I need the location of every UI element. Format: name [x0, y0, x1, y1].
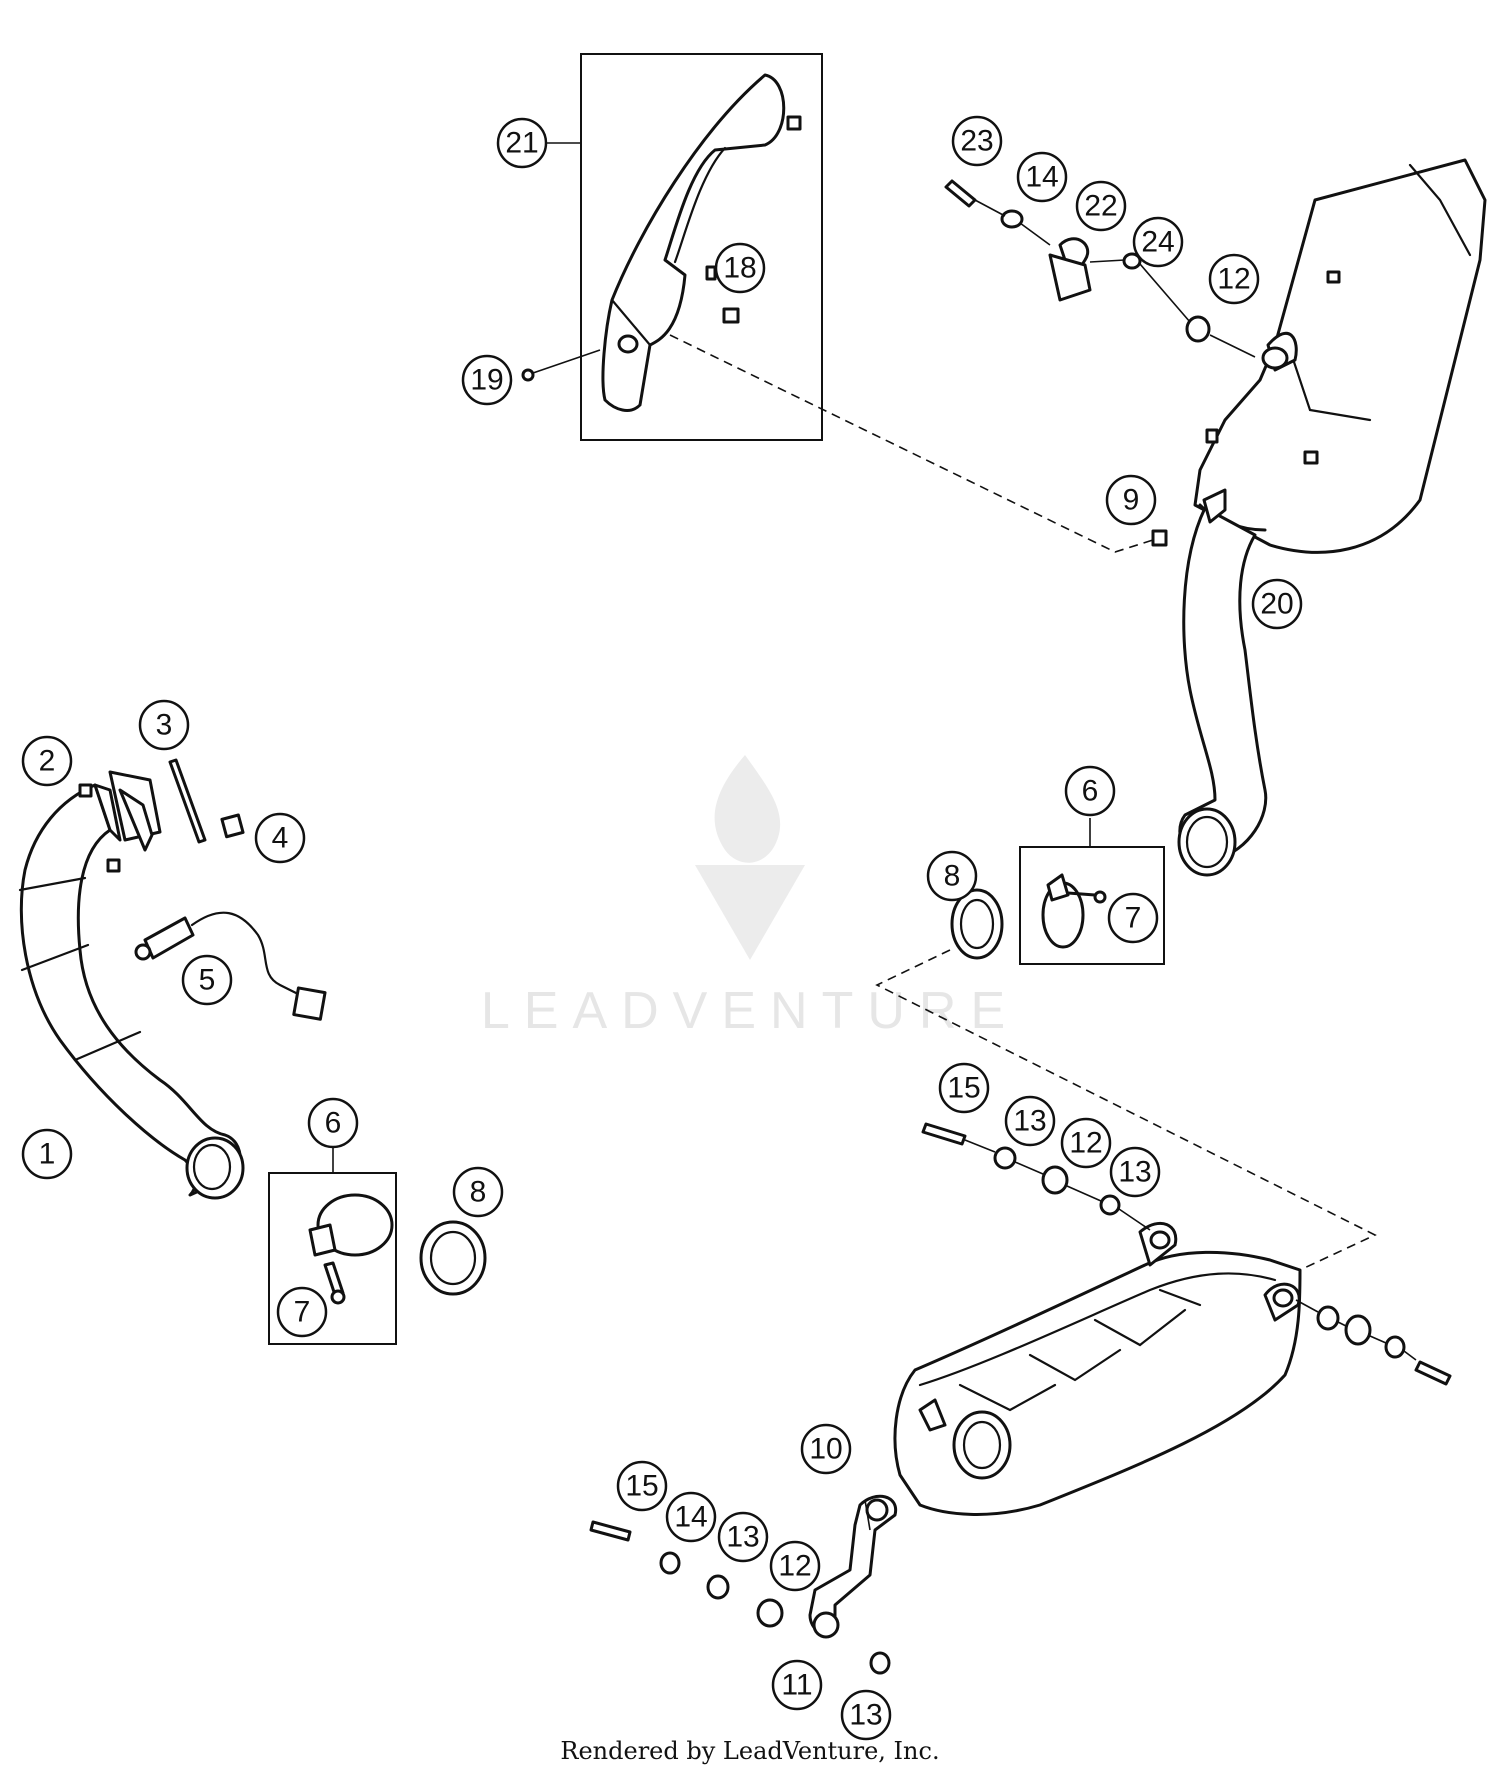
callout-6-upper: 6 — [1064, 765, 1116, 817]
leadventure-watermark: LEADVENTURE — [481, 755, 1019, 1040]
callout-12-upper: 12 — [1208, 253, 1260, 305]
callout-18: 18 — [714, 242, 766, 294]
v-logo-icon — [695, 865, 805, 960]
callout-7-upper: 7 — [1107, 892, 1159, 944]
svg-text:13: 13 — [849, 1699, 882, 1732]
callout-15-bottom: 15 — [616, 1460, 668, 1512]
clamp-box-upper — [1019, 846, 1165, 965]
gasket-upper — [950, 888, 1004, 960]
clamp-upper — [1041, 873, 1107, 949]
callout-11: 11 — [771, 1659, 823, 1711]
gasket-lower — [419, 1220, 487, 1296]
clamp-lower — [308, 1193, 394, 1305]
mount-hardware-middle — [921, 1122, 1151, 1231]
callout-13-middle-a: 13 — [1004, 1095, 1056, 1147]
svg-text:14: 14 — [674, 1501, 707, 1534]
svg-text:19: 19 — [470, 364, 503, 397]
bracket-11 — [808, 1494, 898, 1675]
footer-credit: Rendered by LeadVenture, Inc. — [560, 1737, 939, 1765]
callout-5: 5 — [181, 954, 233, 1006]
callout-13-middle-b: 13 — [1109, 1146, 1161, 1198]
svg-text:8: 8 — [470, 1176, 487, 1209]
callout-10: 10 — [800, 1423, 852, 1475]
svg-text:3: 3 — [156, 709, 173, 742]
svg-text:7: 7 — [1125, 902, 1142, 935]
svg-text:2: 2 — [39, 745, 56, 778]
mount-hardware-upper — [944, 179, 1256, 358]
svg-text:6: 6 — [325, 1107, 342, 1140]
callout-9: 9 — [1105, 474, 1157, 526]
heat-shield — [601, 73, 802, 412]
dash-heatshield-to-muffler — [669, 334, 1154, 553]
callout-8-lower: 8 — [452, 1166, 504, 1218]
svg-text:12: 12 — [778, 1550, 811, 1583]
callout-14-bottom: 14 — [665, 1491, 717, 1543]
svg-text:1: 1 — [39, 1138, 56, 1171]
svg-text:15: 15 — [947, 1072, 980, 1105]
watermark-text: LEADVENTURE — [481, 982, 1019, 1040]
clip-9 — [1151, 529, 1168, 547]
svg-text:6: 6 — [1082, 775, 1099, 808]
o2-sensor — [134, 911, 327, 1021]
callout-6-lower: 6 — [307, 1097, 359, 1149]
callout-14-upper: 14 — [1016, 151, 1068, 203]
callout-15-middle: 15 — [938, 1062, 990, 1114]
callout-24: 24 — [1132, 216, 1184, 268]
svg-text:10: 10 — [809, 1433, 842, 1466]
svg-text:13: 13 — [1118, 1156, 1151, 1189]
callout-20: 20 — [1251, 578, 1303, 630]
svg-text:5: 5 — [199, 964, 216, 997]
header-pipe — [18, 783, 245, 1200]
svg-text:12: 12 — [1217, 263, 1250, 296]
callout-22: 22 — [1075, 180, 1127, 232]
rear-muffler — [1177, 158, 1487, 877]
svg-text:4: 4 — [272, 822, 289, 855]
callout-21: 21 — [496, 117, 548, 169]
svg-text:13: 13 — [1013, 1105, 1046, 1138]
callout-8-upper: 8 — [926, 850, 978, 902]
bolt-19 — [521, 349, 601, 382]
callout-13-bottom-b: 13 — [840, 1689, 892, 1741]
heat-shield-box — [580, 53, 823, 441]
callout-19: 19 — [461, 354, 513, 406]
callout-23: 23 — [951, 115, 1003, 167]
lower-muffler — [893, 1221, 1302, 1516]
svg-text:12: 12 — [1069, 1127, 1102, 1160]
mount-hardware-bottom — [589, 1520, 784, 1628]
svg-text:13: 13 — [726, 1521, 759, 1554]
svg-text:20: 20 — [1260, 588, 1293, 621]
callout-2: 2 — [21, 735, 73, 787]
dash-gasket-to-lower — [875, 949, 1377, 1271]
svg-text:11: 11 — [781, 1669, 812, 1702]
svg-text:14: 14 — [1025, 161, 1058, 194]
svg-text:23: 23 — [960, 125, 993, 158]
mount-hardware-right — [1295, 1299, 1452, 1386]
callout-7-lower: 7 — [276, 1286, 328, 1338]
svg-text:22: 22 — [1084, 190, 1117, 223]
svg-text:8: 8 — [944, 860, 961, 893]
svg-text:24: 24 — [1141, 226, 1174, 259]
svg-text:18: 18 — [723, 252, 756, 285]
callout-12-bottom: 12 — [769, 1540, 821, 1592]
callout-12-middle: 12 — [1060, 1117, 1112, 1169]
callout-3: 3 — [138, 699, 190, 751]
svg-text:7: 7 — [294, 1296, 311, 1329]
svg-text:21: 21 — [505, 127, 538, 160]
callout-4: 4 — [254, 812, 306, 864]
svg-text:15: 15 — [625, 1470, 658, 1503]
svg-text:9: 9 — [1123, 484, 1140, 517]
callout-1: 1 — [21, 1128, 73, 1180]
flange-parts — [78, 758, 245, 873]
flame-logo-icon — [714, 755, 781, 863]
callout-13-bottom-a: 13 — [717, 1511, 769, 1563]
